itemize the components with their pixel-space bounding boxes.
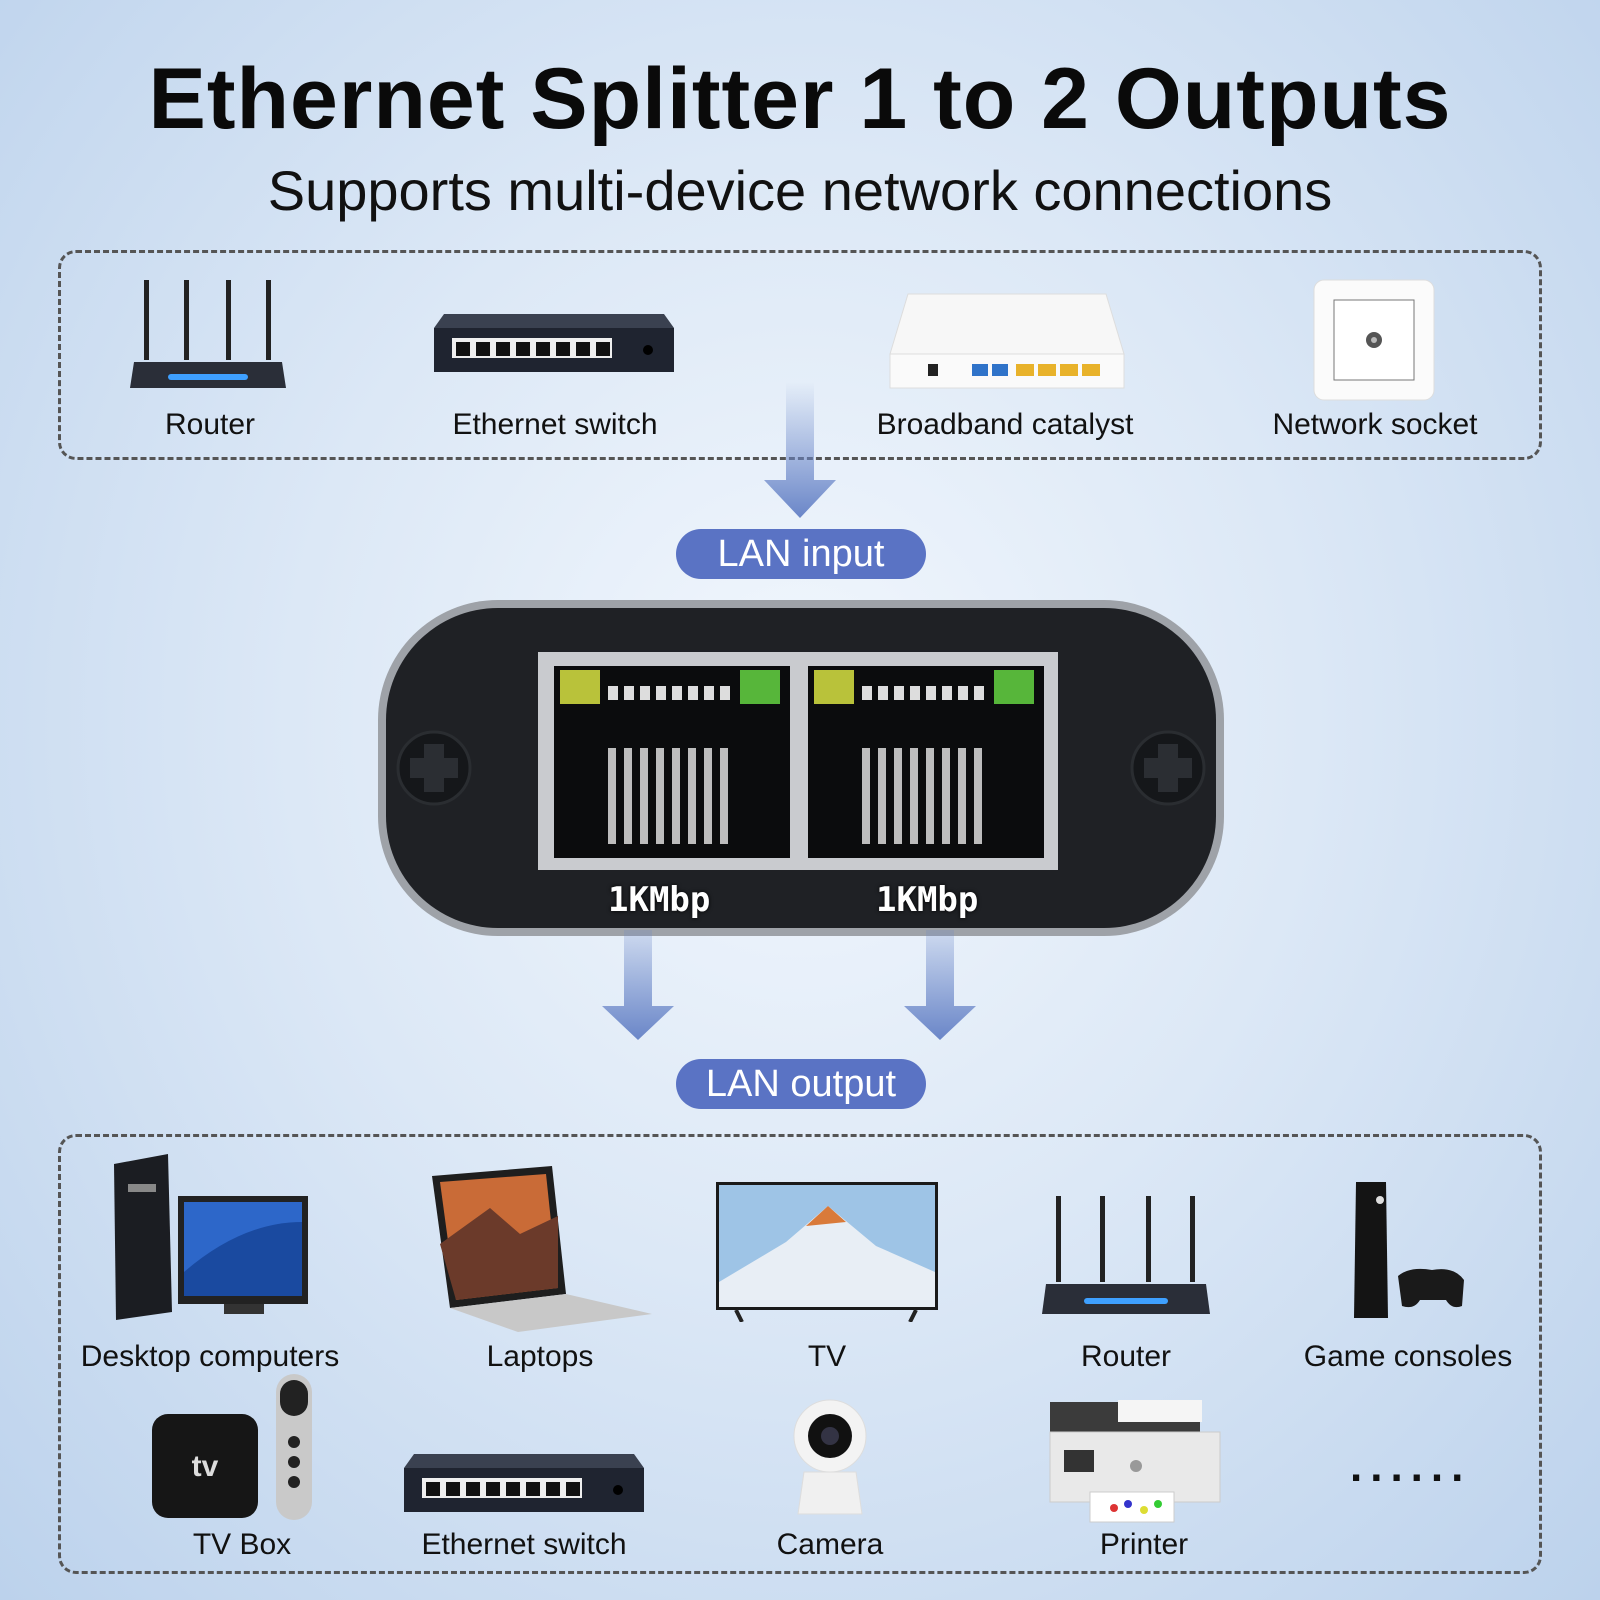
output-arrow-right-icon [904,930,976,1040]
tv-box-icon: tv [152,1374,312,1520]
screw-left-icon [396,730,472,806]
port-speed-label-1: 1KMbp [608,880,711,920]
input-device-label-network-socket: Network socket [1272,408,1478,441]
input-arrow-icon [764,382,836,518]
ethernet-switch-icon [434,314,674,372]
camera-icon [793,1399,867,1515]
input-device-label-ethernet-switch: Ethernet switch [452,408,658,441]
desktop-computer-icon [114,1154,308,1320]
ethernet-switch-icon [404,1454,644,1512]
output-device-label-printer: Printer [1099,1528,1189,1561]
output-device-label-desktop-computers: Desktop computers [80,1340,340,1373]
input-device-label-router: Router [164,408,256,441]
output-device-label-ethernet-switch: Ethernet switch [421,1528,627,1561]
ethernet-splitter-device [378,600,1224,936]
router-icon [1042,1196,1210,1314]
screw-right-icon [1130,730,1206,806]
output-devices-box [58,1134,1542,1574]
more-devices-ellipsis: ...... [1350,1442,1472,1491]
output-device-label-laptops: Laptops [486,1340,594,1373]
output-device-label-tv-box: TV Box [192,1528,292,1561]
output-device-label-tv: TV [807,1340,847,1373]
tv-icon [716,1182,938,1322]
router-icon [130,280,286,388]
printer-icon [1049,1400,1221,1523]
laptop-icon [432,1166,652,1332]
svg-text:tv: tv [192,1450,219,1483]
lan-input-label: LAN input [676,529,926,579]
broadband-modem-icon [889,293,1125,389]
lan-output-label: LAN output [676,1059,926,1109]
game-console-icon [1354,1182,1464,1318]
page-title: Ethernet Splitter 1 to 2 Outputs [148,51,1452,147]
port-speed-label-2: 1KMbp [876,880,979,920]
page-subtitle: Supports multi-device network connection… [267,159,1333,222]
network-socket-icon [1313,279,1435,401]
output-device-label-router: Router [1080,1340,1172,1373]
output-device-label-game-consoles: Game consoles [1303,1340,1513,1373]
input-device-label-broadband-catalyst: Broadband catalyst [876,408,1134,441]
output-arrow-left-icon [602,930,674,1040]
output-device-label-camera: Camera [776,1528,884,1561]
